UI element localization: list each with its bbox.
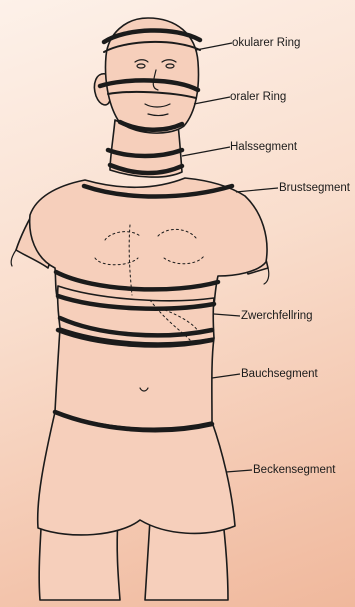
zwerchfell-leader (214, 314, 240, 316)
brust-leader (236, 188, 278, 192)
label-bauchsegment: Bauchsegment (241, 368, 318, 380)
label-halssegment: Halssegment (230, 141, 297, 153)
label-beckensegment: Beckensegment (253, 464, 335, 476)
hals-leader (182, 147, 230, 156)
label-oraler-ring: oraler Ring (230, 91, 286, 103)
label-brustsegment: Brustsegment (279, 182, 350, 194)
bauch-leader (212, 374, 240, 378)
oral-leader (194, 97, 230, 104)
becken-leader (226, 470, 252, 472)
okular-leader (196, 43, 232, 50)
label-zwerchfellring: Zwerchfellring (241, 310, 313, 322)
label-okularer-ring: okularer Ring (232, 37, 300, 49)
